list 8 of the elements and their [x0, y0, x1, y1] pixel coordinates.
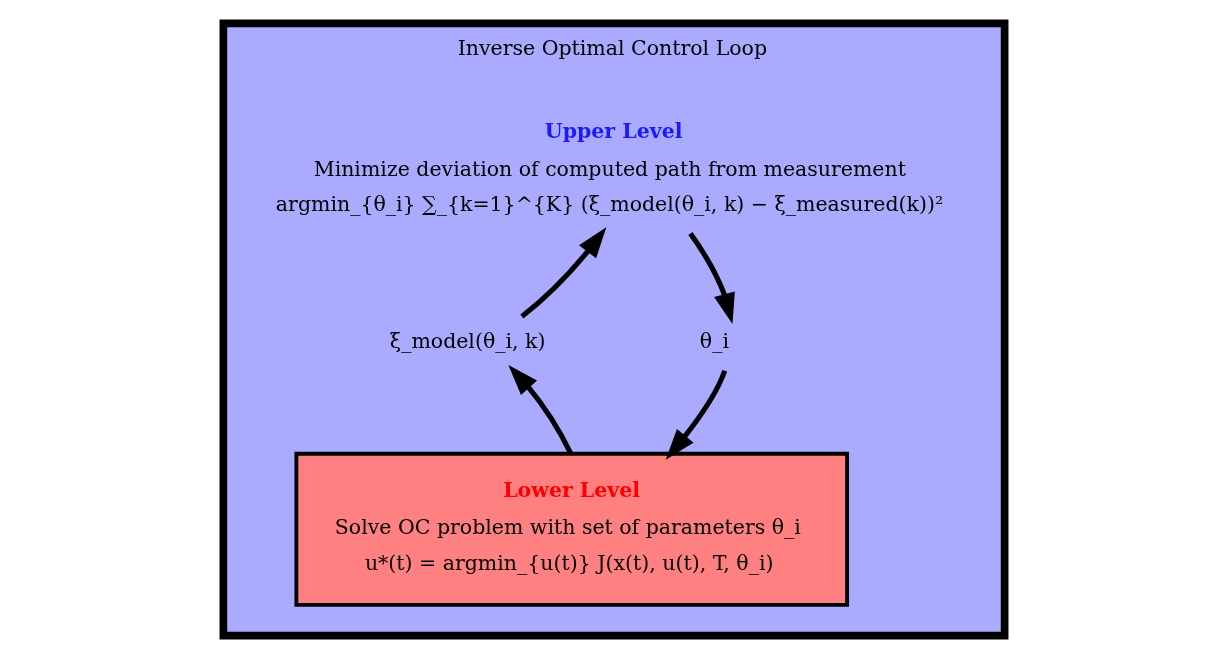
- node-text: ξ_model(θ_i, k): [389, 329, 546, 354]
- arrow: [520, 227, 607, 319]
- node-text: Upper Level Minimize deviation of computed path from measurement argmin_{θ_i} ∑_{k=1}^{K} (ξ_model(θ_i, k) − ξ_measured(k))²: [275, 119, 944, 217]
- arrow: [688, 232, 735, 324]
- node-box: Lower Level Solve OC problem with set of parameters θ_i u*(t) = argmin_{u(t)} J(x(t), u(t), T, θ_i): [294, 451, 849, 607]
- arrow: [508, 365, 574, 455]
- node-text: θ_i: [699, 329, 729, 354]
- arrow: [665, 369, 728, 460]
